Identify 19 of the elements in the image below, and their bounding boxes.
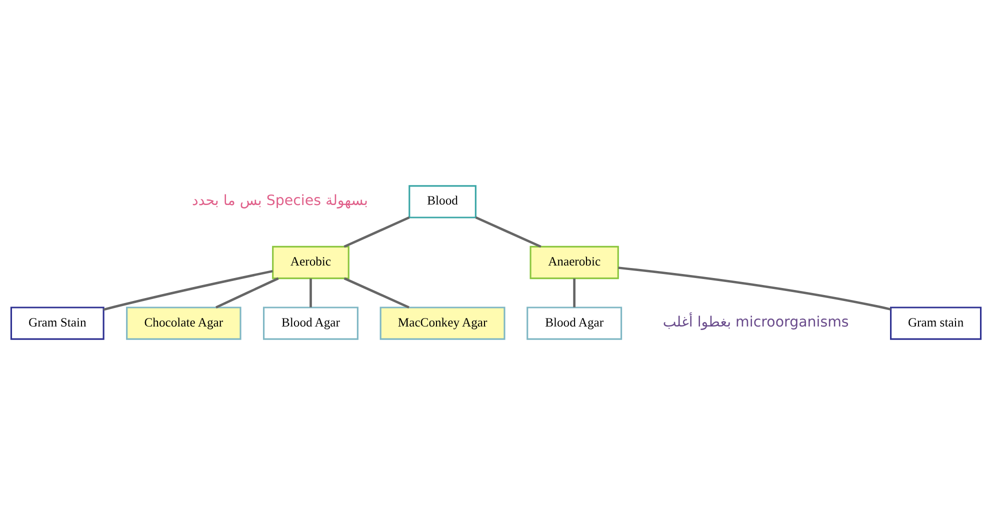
label: بغطوا أغلب microorganisms [662,314,849,331]
connector [344,216,410,248]
connector [618,266,891,311]
node-box: Chocolate Agar [126,306,242,340]
node-box: Blood Agar [526,306,622,340]
connector [344,277,410,308]
node-box: Blood [408,185,476,218]
connector [216,277,279,308]
node-box: Gram stain [890,306,982,340]
node-box: Aerobic [272,246,350,280]
node-box: Gram Stain [10,306,104,340]
label: بس ما بحدد Species بسهولة [192,193,368,210]
connector [103,270,273,311]
connector [573,278,576,308]
node-box: Anaerobic [530,246,619,280]
node-box: MacConkey Agar [380,306,506,340]
connector [310,278,312,308]
node-box: Blood Agar [262,306,358,340]
connector [475,216,542,248]
